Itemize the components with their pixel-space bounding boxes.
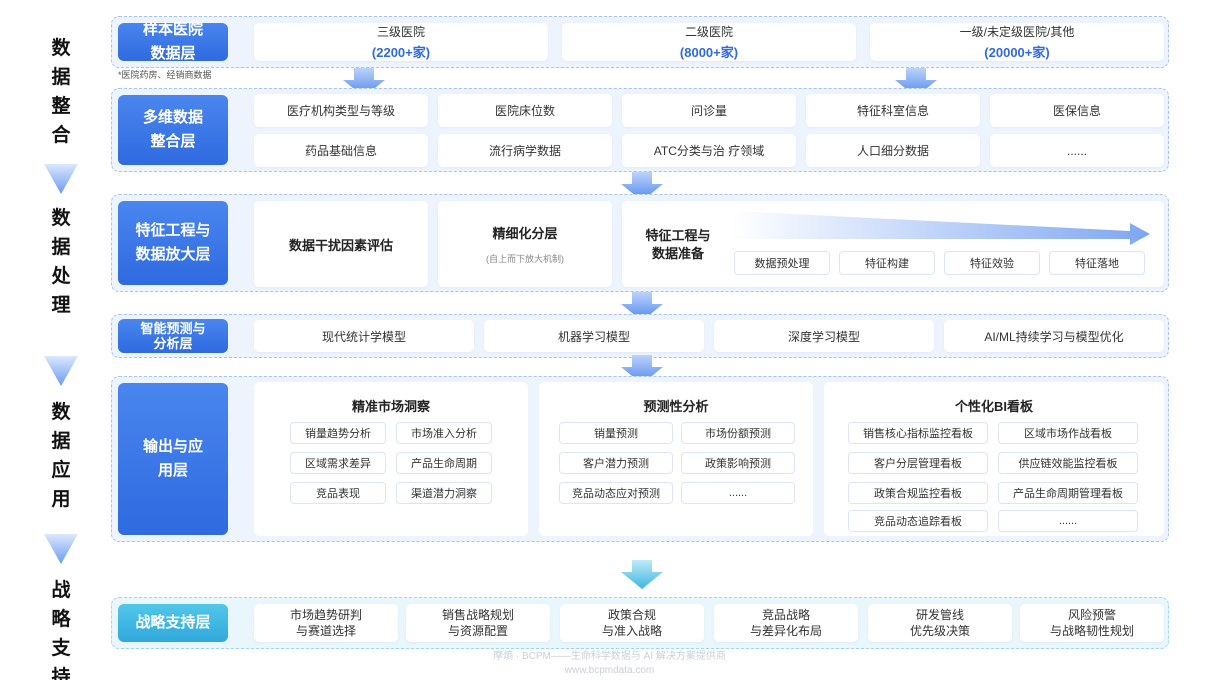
- stratification-box: 精细化分层 (自上而下放大机制): [438, 201, 612, 287]
- insight-item: 渠道潜力洞察: [396, 482, 492, 504]
- layer-title: 样本医院 数据层: [118, 21, 228, 62]
- feature-step: 特征效验: [944, 251, 1040, 275]
- integration-item: 医疗机构类型与等级: [254, 94, 428, 127]
- feature-step: 特征构建: [839, 251, 935, 275]
- stage-data-processing: 数据处理: [51, 208, 71, 316]
- strategy-item: 市场趋势研判 与赛道选择: [254, 604, 398, 642]
- flow-arrow-icon: [895, 68, 937, 97]
- tier-label: 一级/未定级医院/其他: [959, 25, 1075, 39]
- strategy-item: 竞品战略 与差异化布局: [714, 604, 858, 642]
- prediction-item: 政策影响预测: [681, 452, 795, 474]
- flow-arrow-icon: [621, 172, 663, 201]
- stage-down-arrow-icon: [44, 164, 78, 194]
- stage-down-arrow-icon: [44, 534, 78, 564]
- interference-eval-label: 数据干扰因素评估: [288, 237, 393, 253]
- layer-title: 输出与应 用层: [118, 383, 228, 535]
- insight-item: 产品生命周期: [396, 452, 492, 474]
- layer-title: 特征工程与 数据放大层: [118, 201, 228, 285]
- dashboard-item: 产品生命周期管理看板: [998, 482, 1138, 504]
- progress-arrow-icon: [732, 211, 1150, 245]
- dashboard-item: 竞品动态追踪看板: [848, 510, 988, 532]
- flow-arrow-icon: [621, 292, 663, 321]
- feature-step: 数据预处理: [734, 251, 830, 275]
- output-layer: 输出与应 用层 精准市场洞察 销量趋势分析 市场准入分析 区域需求差异 产品生命…: [111, 376, 1169, 542]
- feature-prep-label: 特征工程与 数据准备: [645, 228, 711, 261]
- integration-item: 问诊量: [622, 94, 796, 127]
- integration-item: 特征科室信息: [806, 94, 980, 127]
- integration-item: 医院床位数: [438, 94, 612, 127]
- tier-box: 二级医院 (8000+家): [562, 23, 856, 61]
- flow-arrow-icon: [621, 560, 663, 589]
- panel-title: 精准市场洞察: [351, 399, 430, 414]
- tier-label: 三级医院: [376, 25, 425, 39]
- integration-item: ......: [990, 134, 1164, 167]
- feature-prep-box: 特征工程与 数据准备 数据预处理 特征构建 特征效验 特征落地: [622, 201, 1164, 287]
- panel-title: 个性化BI看板: [954, 399, 1033, 414]
- insight-item: 市场准入分析: [396, 422, 492, 444]
- tier-count: (8000+家): [679, 45, 739, 60]
- layer-title: 多维数据 整合层: [118, 95, 228, 165]
- strategy-layer: 战略支持层 市场趋势研判 与赛道选择 销售战略规划 与资源配置 政策合规 与准入…: [111, 597, 1169, 649]
- model-box: AI/ML持续学习与模型优化: [944, 320, 1164, 352]
- stage-down-arrow-icon: [44, 356, 78, 386]
- flow-arrow-icon: [343, 68, 385, 97]
- tier-label: 二级医院: [684, 25, 733, 39]
- prediction-item: 竞品动态应对预测: [559, 482, 673, 504]
- dashboard-item: 政策合规监控看板: [848, 482, 988, 504]
- market-insight-panel: 精准市场洞察 销量趋势分析 市场准入分析 区域需求差异 产品生命周期 竞品表现 …: [254, 382, 528, 536]
- model-box: 现代统计学模型: [254, 320, 474, 352]
- stage-data-integration: 数据整合: [51, 38, 71, 146]
- integration-layer: 多维数据 整合层 医疗机构类型与等级 医院床位数 问诊量 特征科室信息 医保信息…: [111, 88, 1169, 172]
- panel-title: 预测性分析: [643, 399, 709, 414]
- prediction-item: 市场份额预测: [681, 422, 795, 444]
- prediction-item: 销量预测: [559, 422, 673, 444]
- insight-item: 竞品表现: [290, 482, 386, 504]
- tier-box: 三级医院 (2200+家): [254, 23, 548, 61]
- stage-strategy-support: 战略支持: [51, 580, 71, 680]
- predictive-analysis-panel: 预测性分析 销量预测 市场份额预测 客户潜力预测 政策影响预测 竞品动态应对预测…: [539, 382, 813, 536]
- stage-data-application: 数据应用: [51, 402, 71, 510]
- insight-item: 销量趋势分析: [290, 422, 386, 444]
- strategy-item: 风险预警 与战略韧性规划: [1020, 604, 1164, 642]
- strategy-item: 研发管线 优先级决策: [868, 604, 1012, 642]
- dashboard-item: 销售核心指标监控看板: [848, 422, 988, 444]
- model-box: 机器学习模型: [484, 320, 704, 352]
- dashboard-item: 客户分层管理看板: [848, 452, 988, 474]
- footnote: *医院药房、经销商数据: [118, 70, 212, 80]
- dashboard-item: 区域市场作战看板: [998, 422, 1138, 444]
- layer-title: 战略支持层: [118, 604, 228, 642]
- watermark-line2: www.bcpmdata.com: [564, 665, 655, 676]
- prediction-layer: 智能预测与 分析层 现代统计学模型 机器学习模型 深度学习模型 AI/ML持续学…: [111, 314, 1169, 358]
- prediction-item: ......: [681, 482, 795, 504]
- watermark-line1: 摩熵 · BCPM——生命科学数据与 AI 解决方案提供商: [493, 651, 726, 662]
- tier-box: 一级/未定级医院/其他 (20000+家): [870, 23, 1164, 61]
- dashboard-item: ......: [998, 510, 1138, 532]
- model-box: 深度学习模型: [714, 320, 934, 352]
- integration-item: 医保信息: [990, 94, 1164, 127]
- stratification-label: 精细化分层: [492, 226, 558, 241]
- insight-item: 区域需求差异: [290, 452, 386, 474]
- interference-eval-box: 数据干扰因素评估: [254, 201, 428, 287]
- sample-hospital-layer: 样本医院 数据层 三级医院 (2200+家) 二级医院 (8000+家) 一级/…: [111, 16, 1169, 68]
- flow-arrow-icon: [621, 355, 663, 384]
- strategy-item: 政策合规 与准入战略: [560, 604, 704, 642]
- integration-item: 药品基础信息: [254, 134, 428, 167]
- feature-engineering-layer: 特征工程与 数据放大层 数据干扰因素评估 精细化分层 (自上而下放大机制) 特征…: [111, 194, 1169, 292]
- bi-dashboard-panel: 个性化BI看板 销售核心指标监控看板 区域市场作战看板 客户分层管理看板 供应链…: [824, 382, 1164, 536]
- tier-count: (20000+家): [984, 45, 1050, 60]
- strategy-item: 销售战略规划 与资源配置: [406, 604, 550, 642]
- tier-count: (2200+家): [371, 45, 431, 60]
- integration-item: 流行病学数据: [438, 134, 612, 167]
- integration-item: 人口细分数据: [806, 134, 980, 167]
- feature-step: 特征落地: [1049, 251, 1145, 275]
- stratification-note: (自上而下放大机制): [486, 254, 564, 264]
- integration-item: ATC分类与治 疗领域: [622, 134, 796, 167]
- prediction-item: 客户潜力预测: [559, 452, 673, 474]
- dashboard-item: 供应链效能监控看板: [998, 452, 1138, 474]
- layer-title: 智能预测与 分析层: [118, 319, 228, 353]
